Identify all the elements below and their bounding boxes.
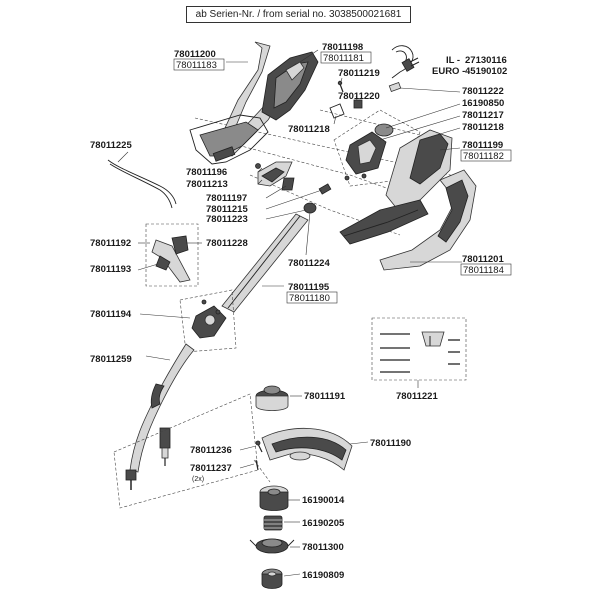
part-label-78011223: 78011223 <box>206 214 248 225</box>
part-label-78011236: 78011236 <box>190 445 232 456</box>
part-label-78011221: 78011221 <box>396 391 438 402</box>
part-label-78011215: 78011215 <box>206 204 248 215</box>
part-label-78011180: 78011180 <box>289 293 330 304</box>
cable-ties-set <box>371 317 467 381</box>
plug-variant-il-label: IL - <box>446 55 460 66</box>
part-label-16190014: 16190014 <box>302 495 345 506</box>
housing-right-half <box>261 51 319 121</box>
spring-icon <box>263 515 283 531</box>
part-label-78011195: 78011195 <box>288 282 330 293</box>
part-label-78011196: 78011196 <box>186 167 227 178</box>
serial-number-note: ab Serien-Nr. / from serial no. 30385000… <box>186 6 411 23</box>
part-label-78011237: 78011237 <box>190 463 232 474</box>
part-label-78011219: 78011219 <box>338 68 380 79</box>
coupling-parts <box>281 177 332 214</box>
plug-variant-il-part: 27130116 <box>465 55 507 66</box>
cutting-guard <box>261 427 353 471</box>
part-label-78011222: 78011222 <box>462 86 504 97</box>
part-label-78011181: 78011181 <box>323 53 364 64</box>
motor-assembly <box>333 109 421 187</box>
part-label-78011300: 78011300 <box>302 542 344 553</box>
part-label-78011190: 78011190 <box>370 438 411 449</box>
part-label-78011192: 78011192 <box>90 238 131 249</box>
part-label-78011197: 78011197 <box>206 193 247 204</box>
spool-cap <box>259 485 289 511</box>
handle-lever <box>255 161 293 187</box>
screw-icon <box>337 80 344 93</box>
part-label-78011224: 78011224 <box>288 258 330 269</box>
part-label-78011218-top: 78011218 <box>288 124 330 135</box>
part-label-78011213: 78011213 <box>186 179 228 190</box>
spool-housing <box>261 568 283 589</box>
shaft-connector <box>159 427 171 466</box>
plug-variant-euro-part: 45190102 <box>465 66 507 77</box>
shaft-joint <box>179 289 237 353</box>
part-label-78011198: 78011198 <box>322 42 363 53</box>
cable-clip-icon <box>353 81 402 109</box>
quantity-note: (2x) <box>192 476 204 483</box>
part-label-78011228: 78011228 <box>206 238 248 249</box>
part-label-78011183: 78011183 <box>176 60 217 71</box>
plug-variant-euro-label: EURO - <box>432 66 465 77</box>
part-label-78011191: 78011191 <box>304 391 346 402</box>
part-label-16190809: 16190809 <box>302 570 344 581</box>
part-label-78011225: 78011225 <box>90 140 132 151</box>
part-label-78011220: 78011220 <box>338 91 380 102</box>
part-label-16190205: 16190205 <box>302 518 345 529</box>
guard-screws-icon <box>255 440 263 471</box>
strap-belt <box>107 159 177 209</box>
part-label-78011193: 78011193 <box>90 264 131 275</box>
switch-plate-icon <box>329 103 345 119</box>
gear-head-cover <box>255 385 289 411</box>
motor-housing <box>339 129 453 245</box>
part-label-16190850: 16190850 <box>462 98 504 109</box>
line-spool <box>249 538 295 554</box>
auxiliary-handle <box>145 223 199 287</box>
part-number-labels: 78011200 78011183 78011198 78011181 7801… <box>90 42 512 581</box>
motor-guard <box>379 169 477 271</box>
part-label-78011217: 78011217 <box>462 110 504 121</box>
leader-lines <box>117 49 462 577</box>
part-label-78011184: 78011184 <box>463 265 504 276</box>
part-label-78011200: 78011200 <box>174 49 216 60</box>
part-label-78011201: 78011201 <box>462 254 504 265</box>
part-label-78011199: 78011199 <box>462 140 503 151</box>
shaft-tube <box>221 213 309 313</box>
part-label-78011182: 78011182 <box>463 151 504 162</box>
part-label-78011259: 78011259 <box>90 354 132 365</box>
power-cable-plug-icon <box>391 45 420 79</box>
lower-assembly-guides <box>113 393 271 509</box>
part-label-78011218-right: 78011218 <box>462 122 504 133</box>
part-label-78011194: 78011194 <box>90 309 132 320</box>
lower-shaft-curved <box>125 343 195 490</box>
